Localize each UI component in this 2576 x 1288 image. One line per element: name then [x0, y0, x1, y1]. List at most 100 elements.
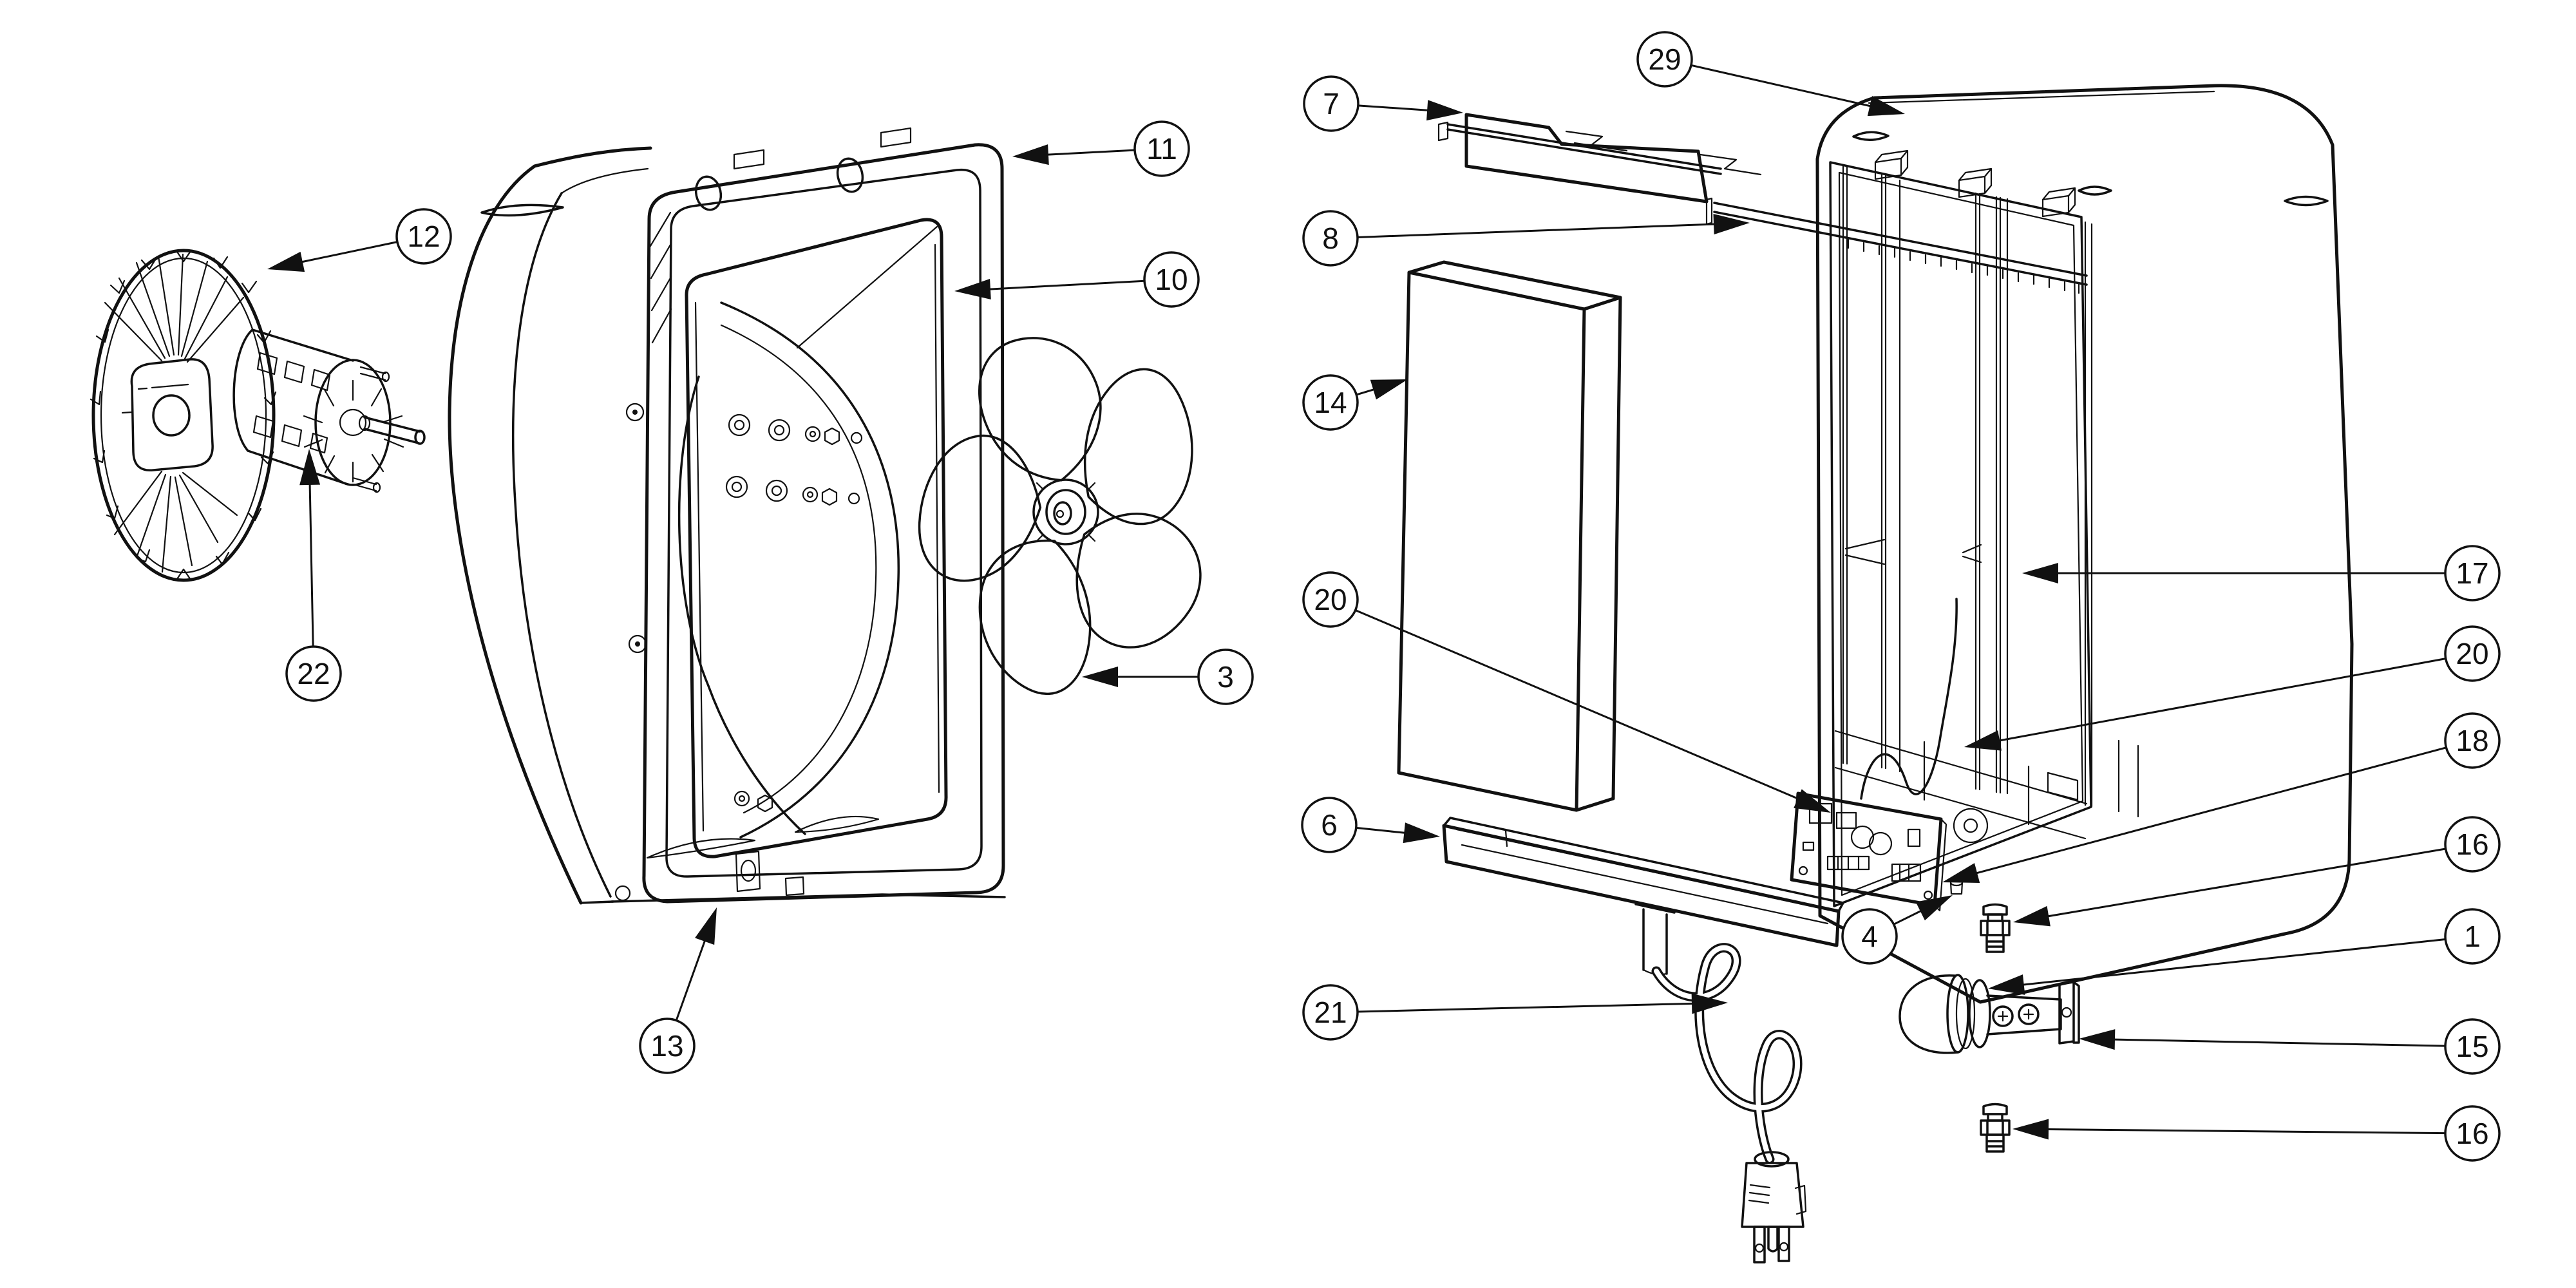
callout-11: 11: [1012, 120, 1190, 177]
callout-number: 12: [407, 220, 440, 253]
callout-18: 18: [1942, 712, 2501, 883]
callout-number: 3: [1217, 660, 1234, 694]
callout-balloon: [1302, 210, 1359, 267]
power-cord: [1651, 943, 1803, 1164]
leader-arrowhead: [1403, 822, 1440, 844]
cabinet-shell: [1815, 84, 2354, 1004]
leader-line: [1973, 746, 2447, 875]
callout-number: 18: [2456, 724, 2488, 757]
leader-line: [1044, 149, 1135, 156]
leader-line: [1995, 658, 2446, 743]
callout-7: 7: [1303, 75, 1463, 132]
callout-layer: 12 11 10 3 22 13 7 29 8 14 20 6 21 4 17 20 18 16 1 15 16: [267, 31, 2501, 1162]
leader-line: [1690, 64, 1874, 108]
callout-number: 8: [1322, 222, 1339, 255]
callout-20: 20: [1302, 571, 1831, 813]
callout-number: 14: [1314, 386, 1347, 419]
mounting-frame: [625, 127, 1005, 904]
fan-panel: [677, 218, 948, 858]
callout-balloon: [1303, 75, 1359, 132]
blower-housing-shell: [448, 146, 1006, 905]
callout-balloon: [2444, 545, 2501, 601]
leader-arrowhead: [1942, 863, 1980, 883]
callout-number: 21: [1314, 996, 1347, 1029]
leader-arrowhead: [1915, 895, 1953, 921]
callout-balloon: [1197, 649, 1254, 705]
fitting-16: [1980, 903, 2011, 953]
callout-balloon: [1143, 251, 1200, 308]
leader-line: [1356, 826, 1408, 835]
leader-arrowhead: [2022, 563, 2058, 583]
top-cover-tray: [1437, 113, 1762, 204]
callout-balloon: [2444, 712, 2501, 769]
callout-number: 6: [1321, 808, 1338, 842]
callout-3: 3: [1082, 649, 1254, 705]
callout-number: 13: [650, 1029, 683, 1063]
callout-balloon: [1301, 797, 1358, 853]
callout-number: 16: [2456, 1117, 2488, 1150]
callout-balloon: [2444, 1105, 2501, 1162]
leader-arrowhead: [1713, 214, 1750, 235]
callout-number: 29: [1648, 43, 1681, 76]
callout-14: 14: [1302, 374, 1408, 431]
callout-number: 11: [1146, 132, 1177, 166]
leader-line: [1355, 609, 1802, 801]
callout-10: 10: [954, 251, 1200, 308]
callout-number: 20: [1314, 583, 1347, 616]
leader-arrowhead: [695, 907, 717, 945]
leader-line: [986, 279, 1145, 290]
callout-13: 13: [639, 907, 717, 1074]
callout-16: 16: [2013, 816, 2501, 927]
leader-arrowhead: [1794, 789, 1831, 813]
power-plug: [1741, 1151, 1807, 1264]
leader-line: [298, 241, 398, 264]
callout-balloon: [1133, 120, 1190, 177]
callout-8: 8: [1302, 210, 1750, 267]
callout-number: 20: [2456, 637, 2488, 670]
leader-arrowhead: [299, 449, 321, 486]
leader-line: [1357, 223, 1718, 238]
callout-balloon: [2444, 625, 2501, 682]
leader-arrowhead: [1691, 993, 1728, 1014]
float-valve: [1899, 974, 2080, 1054]
fan-blade: [914, 324, 1218, 712]
callout-number: 15: [2456, 1030, 2488, 1063]
callout-17: 17: [2022, 545, 2501, 601]
leader-arrowhead: [1867, 95, 1905, 117]
callout-number: 16: [2456, 828, 2488, 861]
callout-balloon: [395, 208, 452, 265]
callout-20: 20: [1964, 625, 2501, 751]
leader-line: [2044, 1128, 2446, 1135]
callout-balloon: [2444, 1018, 2501, 1075]
callout-balloon: [1302, 571, 1359, 628]
callout-balloon: [1302, 374, 1359, 431]
callout-6: 6: [1301, 797, 1440, 853]
callout-number: 4: [1861, 920, 1878, 953]
callout-balloon: [2444, 908, 2501, 965]
leader-arrowhead: [1012, 144, 1049, 166]
leader-line: [1893, 908, 1924, 925]
leader-arrowhead: [1964, 730, 2002, 751]
callout-number: 1: [2464, 920, 2481, 953]
leader-arrowhead: [1988, 974, 2025, 995]
right-assembly: [1397, 84, 2354, 1264]
callout-16: 16: [2012, 1105, 2501, 1162]
leader-line: [308, 480, 314, 647]
callout-balloon: [639, 1018, 696, 1074]
callout-number: 22: [297, 657, 330, 690]
fan-guard-disc: [90, 249, 277, 582]
callout-21: 21: [1302, 984, 1728, 1041]
callout-29: 29: [1636, 31, 1905, 117]
leader-arrowhead: [2079, 1029, 2116, 1050]
leader-arrowhead: [1082, 667, 1118, 687]
callout-number: 7: [1323, 87, 1340, 120]
leader-arrowhead: [954, 279, 991, 299]
callout-number: 17: [2456, 556, 2488, 590]
left-assembly: [90, 127, 1218, 905]
leader-arrowhead: [1370, 379, 1408, 400]
callout-balloon: [2444, 816, 2501, 873]
callout-4: 4: [1841, 895, 1953, 965]
callout-balloon: [1841, 908, 1898, 965]
